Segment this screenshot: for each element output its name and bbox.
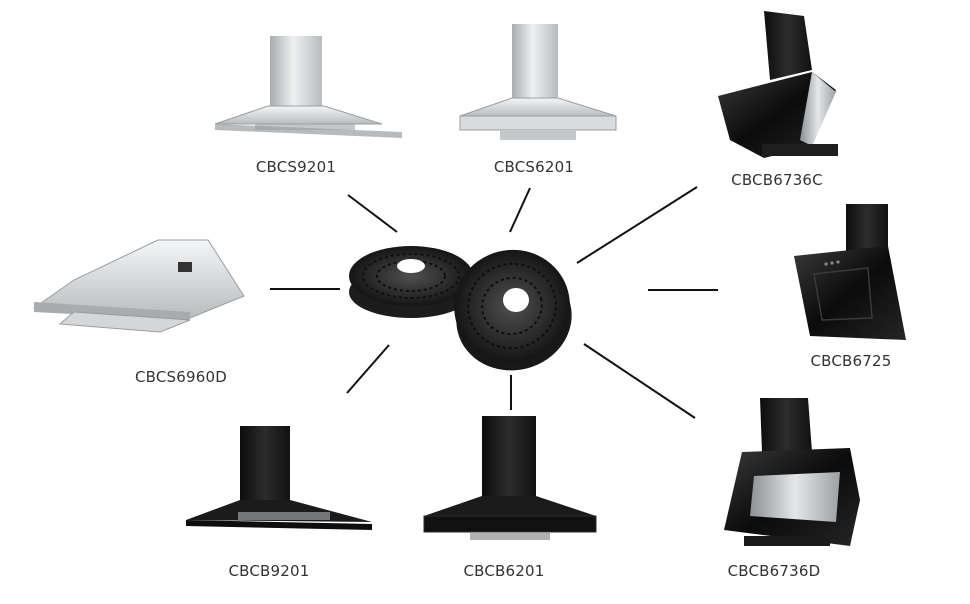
hood-cbcb6725 [794, 204, 906, 340]
hood-cbcb6736c [718, 11, 838, 158]
connector-cbcb6736c [576, 186, 698, 264]
connector-cbcs9201 [347, 194, 398, 233]
connector-cbcs6201 [509, 187, 531, 233]
hood-cbcs9201 [214, 36, 402, 138]
carbon-filter-right [454, 249, 572, 371]
hood-cbcb9201 [186, 426, 372, 530]
label-cbcb6201: CBCB6201 [463, 562, 545, 580]
connector-cbcb9201 [346, 344, 390, 394]
label-cbcs9201: CBCS9201 [255, 158, 337, 176]
connector-lines [270, 186, 718, 419]
hood-cbcb6201 [423, 416, 597, 540]
label-cbcb9201: CBCB9201 [228, 562, 310, 580]
label-cbcb6725: CBCB6725 [810, 352, 892, 370]
hood-cbcs6960d [32, 239, 245, 333]
connector-cbcb6736d [583, 343, 696, 419]
carbon-filter-pair [349, 246, 572, 371]
label-cbcb6736d: CBCB6736D [727, 562, 821, 580]
label-cbcs6201: CBCS6201 [493, 158, 575, 176]
hood-cbcs6201 [459, 24, 617, 140]
carbon-filter-left [349, 246, 473, 318]
label-cbcs6960d: CBCS6960D [134, 368, 228, 386]
label-cbcb6736c: CBCB6736C [731, 171, 823, 189]
hood-cbcb6736d [724, 398, 860, 546]
